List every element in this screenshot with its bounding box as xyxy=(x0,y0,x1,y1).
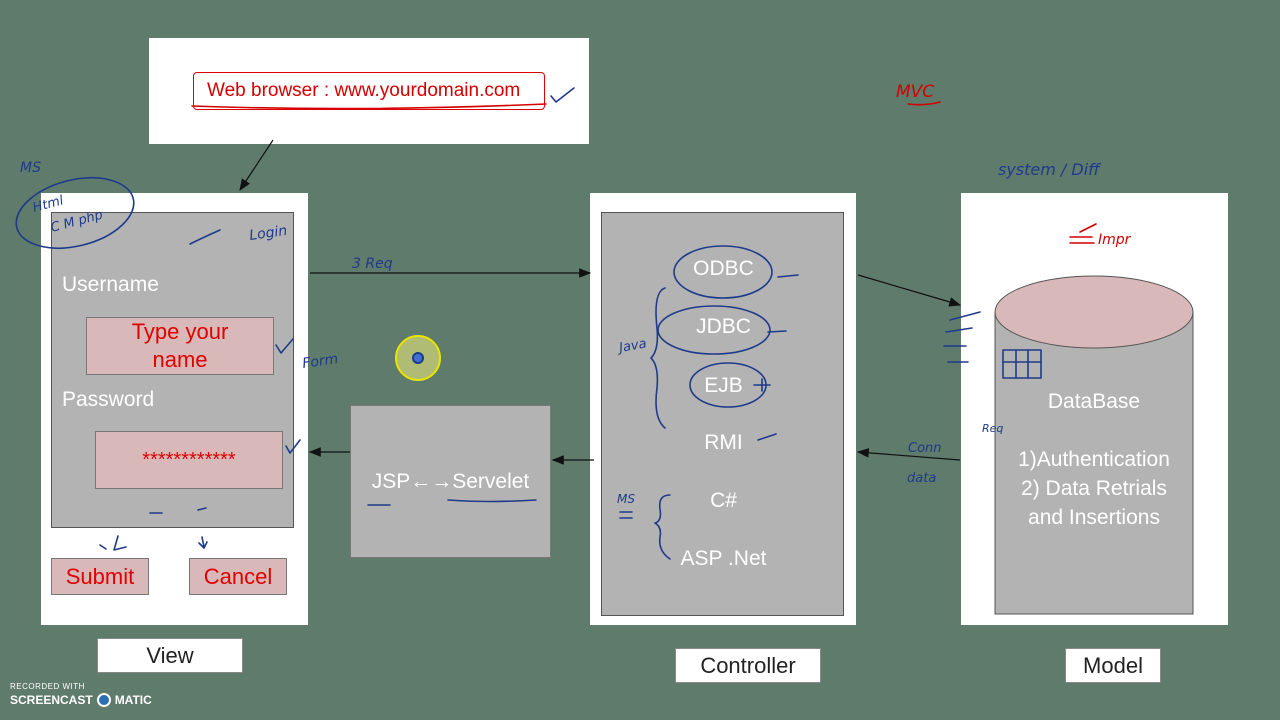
jsp-servlet-label: JSP←→Servelet xyxy=(371,469,530,493)
watermark-line1: RECORDED WITH xyxy=(10,682,85,691)
watermark-brand: SCREENCAST xyxy=(10,693,93,707)
browser-frame xyxy=(193,72,545,110)
controller-item-jdbc: JDBC xyxy=(696,315,751,338)
username-label: Username xyxy=(62,273,159,296)
watermark: RECORDED WITH SCREENCAST MATIC xyxy=(10,682,152,707)
arrow-browser-to-view xyxy=(239,139,274,192)
arrow-controller-to-model xyxy=(857,274,962,307)
ms-annotation: MS xyxy=(20,160,41,176)
controller-inner: ODBC JDBC EJB RMI C# ASP .Net xyxy=(601,212,844,616)
controller-item-ejb: EJB xyxy=(704,374,743,397)
controller-caption: Controller xyxy=(675,648,821,683)
controller-item-csharp: C# xyxy=(710,489,737,512)
controller-item-aspnet: ASP .Net xyxy=(680,547,767,570)
browser-label: Web browser : www.yourdomain.com xyxy=(207,80,521,101)
mvc-annotation: MVC xyxy=(896,82,934,102)
conn-annotation: Conn xyxy=(908,441,942,456)
submit-button[interactable]: Submit xyxy=(51,558,149,595)
model-desc-3: and Insertions xyxy=(1028,506,1160,529)
arrow-model-to-controller xyxy=(856,448,961,461)
controller-panel: ODBC JDBC EJB RMI C# ASP .Net xyxy=(590,193,856,625)
login-form: Username Type your name Password *******… xyxy=(51,212,294,528)
controller-item-odbc: ODBC xyxy=(693,257,754,280)
browser-box: Web browser : www.yourdomain.com xyxy=(149,38,589,144)
password-input[interactable]: ************ xyxy=(95,431,283,489)
controller-item-rmi: RMI xyxy=(704,431,743,454)
model-desc-2: 2) Data Retrials xyxy=(1021,477,1167,500)
password-label: Password xyxy=(62,388,155,411)
data-annotation: data xyxy=(907,471,936,486)
model-desc-1: 1)Authentication xyxy=(1018,448,1170,471)
watermark-brand-2: MATIC xyxy=(114,693,152,707)
cursor-indicator xyxy=(395,335,441,381)
model-caption: Model xyxy=(1065,648,1161,683)
cancel-button[interactable]: Cancel xyxy=(189,558,287,595)
req-annotation: 3 Req xyxy=(352,256,393,272)
database-label: DataBase xyxy=(1047,390,1141,413)
system-diff-annotation: system / Diff xyxy=(998,160,1102,179)
jsp-servlet-box: JSP←→Servelet xyxy=(350,405,551,558)
view-panel: Username Type your name Password *******… xyxy=(41,193,308,625)
username-input[interactable]: Type your name xyxy=(86,317,274,375)
view-caption: View xyxy=(97,638,243,673)
database-cylinder xyxy=(994,275,1194,615)
watermark-logo-icon xyxy=(96,693,111,707)
